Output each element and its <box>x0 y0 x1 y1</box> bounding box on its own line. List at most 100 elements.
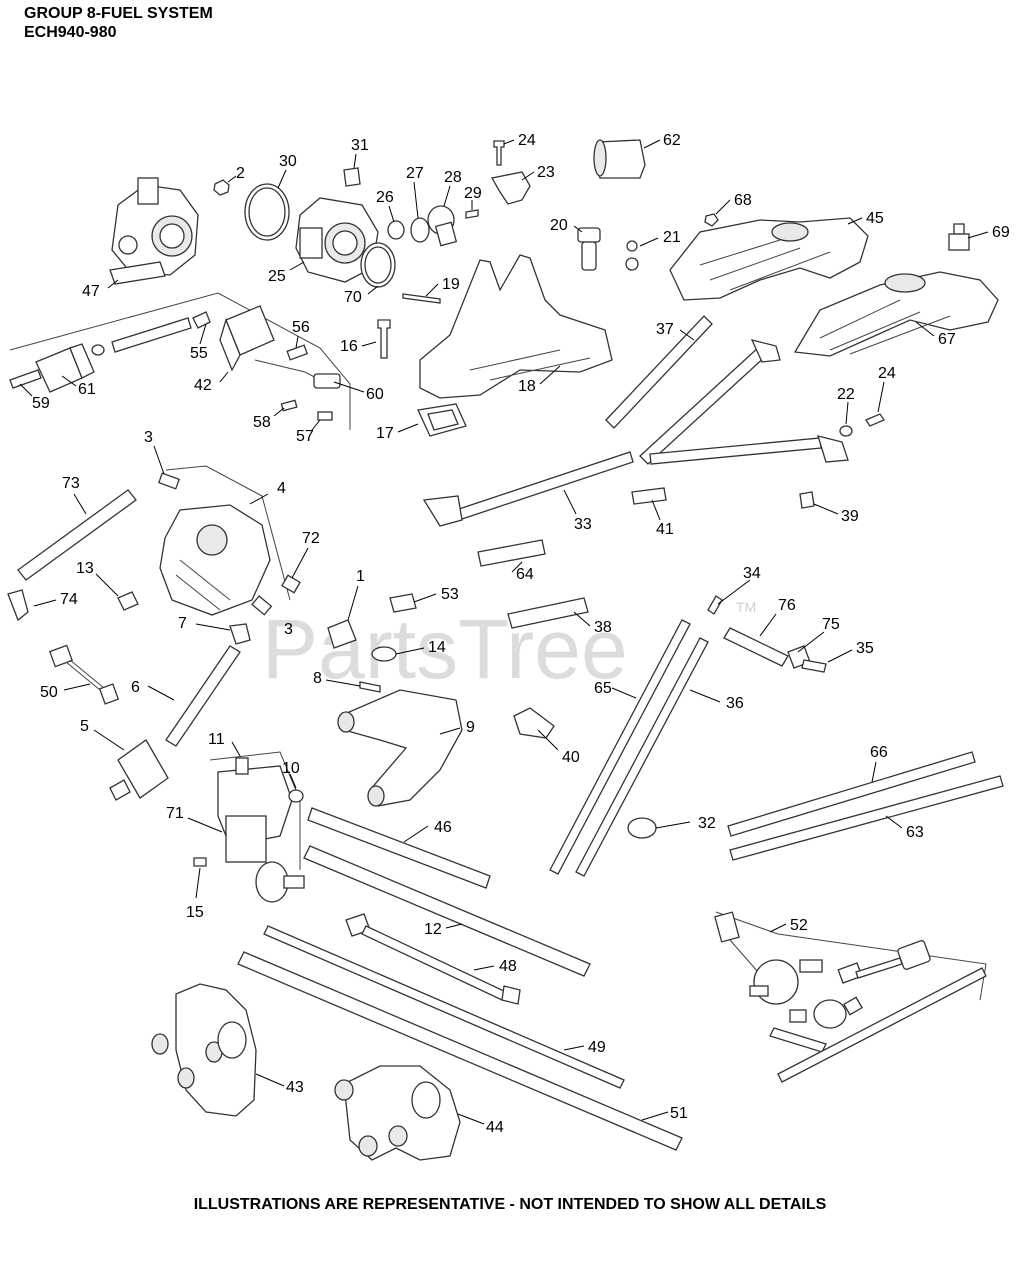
callout-44: 44 <box>486 1119 504 1136</box>
part-fuel-filter-61 <box>9 343 95 393</box>
part-screw-58 <box>280 399 298 412</box>
callout-53: 53 <box>441 586 459 603</box>
callout-62: 62 <box>663 132 681 149</box>
part-fitting-3a <box>157 472 181 490</box>
part-throttle-body <box>109 177 199 285</box>
callout-55: 55 <box>190 345 208 362</box>
part-sensor <box>427 205 458 247</box>
callout-6: 6 <box>131 679 140 696</box>
part-bolt-24 <box>493 140 505 166</box>
callout-32: 32 <box>698 815 716 832</box>
callout-12: 12 <box>424 921 442 938</box>
part-tube-46 <box>307 807 491 889</box>
part-clip-13 <box>117 591 139 611</box>
callout-73: 73 <box>62 475 80 492</box>
callout-1: 1 <box>356 568 365 585</box>
callout-76: 76 <box>778 597 796 614</box>
kit-outline-52 <box>715 911 987 1001</box>
callout-17: 17 <box>376 425 394 442</box>
callout-49: 49 <box>588 1039 606 1056</box>
disclaimer-footer: ILLUSTRATIONS ARE REPRESENTATIVE - NOT I… <box>193 1196 827 1213</box>
callout-7: 7 <box>178 615 187 632</box>
callout-51: 51 <box>670 1105 688 1122</box>
part-throttle-body-2 <box>295 197 379 283</box>
part-bracket-9 <box>337 689 463 807</box>
callout-3a: 3 <box>144 429 153 446</box>
part-fitting-69 <box>948 223 970 251</box>
callout-41: 41 <box>656 521 674 538</box>
callout-25: 25 <box>268 268 286 285</box>
part-tube-51 <box>237 951 683 1151</box>
callout-46: 46 <box>434 819 452 836</box>
part-intake-manifold-45 <box>669 217 869 301</box>
callout-68: 68 <box>734 192 752 209</box>
part-map-sensor <box>490 171 531 205</box>
part-tube-36 <box>575 637 709 877</box>
part-nut-68 <box>704 213 719 227</box>
callout-43: 43 <box>286 1079 304 1096</box>
callout-58: 58 <box>253 414 271 431</box>
part-hose-6 <box>165 645 241 747</box>
part-fuel-pump-52 <box>714 911 823 1023</box>
part-bolt-15 <box>193 857 207 867</box>
model-range: ECH940-980 <box>24 24 117 41</box>
callout-14: 14 <box>428 639 446 656</box>
callout-66: 66 <box>870 744 888 761</box>
callout-64: 64 <box>516 566 534 583</box>
part-tube-64 <box>477 539 546 567</box>
callout-65: 65 <box>594 680 612 697</box>
callout-37: 37 <box>656 321 674 338</box>
part-connector-60 <box>313 373 341 389</box>
callout-42: 42 <box>194 377 212 394</box>
part-gasket-70 <box>360 242 396 288</box>
callout-21: 21 <box>663 229 681 246</box>
part-intake-manifold-67 <box>793 271 999 357</box>
part-fitting-72 <box>281 574 301 594</box>
part-tube-52a <box>769 1027 827 1053</box>
callout-40: 40 <box>562 749 580 766</box>
part-fitting-7 <box>229 623 251 645</box>
part-clip-1 <box>327 619 357 649</box>
callout-8: 8 <box>313 670 322 687</box>
part-tube-35 <box>801 659 827 673</box>
part-clamp-14 <box>371 646 397 662</box>
part-tube-37 <box>605 315 713 429</box>
callout-35: 35 <box>856 640 874 657</box>
part-tube-63 <box>729 775 1004 861</box>
callout-22: 22 <box>837 386 855 403</box>
callout-20: 20 <box>550 217 568 234</box>
part-tube-66 <box>727 751 976 837</box>
callout-15: 15 <box>186 904 204 921</box>
kit-outline-11 <box>209 751 301 870</box>
part-filter-cap <box>593 139 646 179</box>
part-harness-50 <box>48 644 120 705</box>
callout-36: 36 <box>726 695 744 712</box>
callout-5: 5 <box>80 718 89 735</box>
callout-3b: 3 <box>284 621 293 638</box>
part-clamp-10 <box>288 789 304 803</box>
watermark: PartsTree <box>262 602 628 696</box>
callout-72: 72 <box>302 530 320 547</box>
part-injector <box>577 227 601 271</box>
callout-59: 59 <box>32 395 50 412</box>
part-elbow-55 <box>192 311 211 329</box>
part-bolt-16 <box>377 319 391 359</box>
part-fuel-pump-cover <box>159 504 271 616</box>
kit-outline-4 <box>165 465 291 601</box>
part-hose-73 <box>17 489 137 581</box>
callout-2: 2 <box>236 165 245 182</box>
part-intake-adapter <box>419 254 613 399</box>
part-tube-38 <box>507 597 589 629</box>
callout-39: 39 <box>841 508 859 525</box>
callout-10: 10 <box>282 760 300 777</box>
callout-75: 75 <box>822 616 840 633</box>
part-regulator <box>255 861 305 903</box>
part-callouts: 2 30 31 26 27 28 29 24 23 62 68 45 69 20… <box>32 132 1010 1136</box>
part-connector-74 <box>7 589 29 622</box>
part-fitting-34 <box>707 595 723 615</box>
part-tube-65 <box>549 619 691 875</box>
callout-38: 38 <box>594 619 612 636</box>
part-fitting-41 <box>631 487 667 505</box>
part-bolt-24b <box>865 413 885 427</box>
callout-61: 61 <box>78 381 96 398</box>
